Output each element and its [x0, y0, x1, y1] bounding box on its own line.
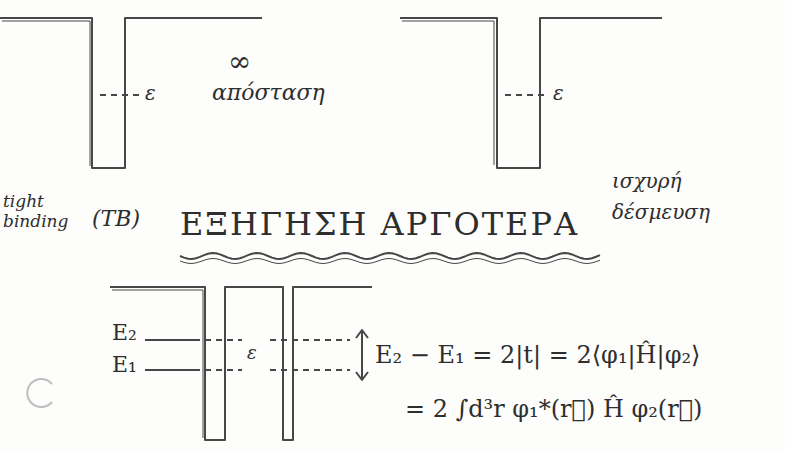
level-dashes [505, 94, 548, 96]
distance-note: απόσταση [212, 80, 325, 105]
equation: E₂ − E₁ = 2|t| = 2⟨φ₁|Ĥ|φ₂⟩ [375, 342, 700, 370]
level-e1-dashes [205, 369, 350, 371]
level-name: E₁ [112, 352, 137, 377]
right-well-trace [402, 21, 494, 165]
level-name: E₂ [112, 320, 137, 345]
level-symbol: ε [247, 343, 257, 364]
splitting-arrow [356, 330, 368, 380]
equation: = 2 ∫d³r φ₁*(r⃗) Ĥ φ₂(r⃗) [405, 396, 702, 424]
double-well [110, 287, 372, 440]
heading-note: ΕΞΗΓΗΣΗ ΑΡΓΟΤΕΡΑ [180, 206, 579, 243]
level-e2 [145, 339, 200, 341]
infinity-sign: ∞ [228, 46, 251, 78]
wavy-underline [180, 259, 600, 264]
greek-term: ισχυρή δέσμευση [612, 166, 727, 228]
level-symbol: ε [553, 82, 564, 105]
level-symbol: ε [145, 82, 156, 105]
level-e1 [145, 369, 200, 371]
wavy-underline [180, 253, 600, 259]
left-well-trace [2, 21, 90, 166]
level-dashes [100, 94, 140, 96]
double-well-trace [112, 290, 203, 438]
abbreviation: (TB) [92, 206, 140, 231]
level-e2-dashes [205, 339, 350, 341]
punch-hole [27, 379, 52, 407]
right-well [400, 18, 662, 168]
method-name: tight binding [3, 192, 87, 231]
